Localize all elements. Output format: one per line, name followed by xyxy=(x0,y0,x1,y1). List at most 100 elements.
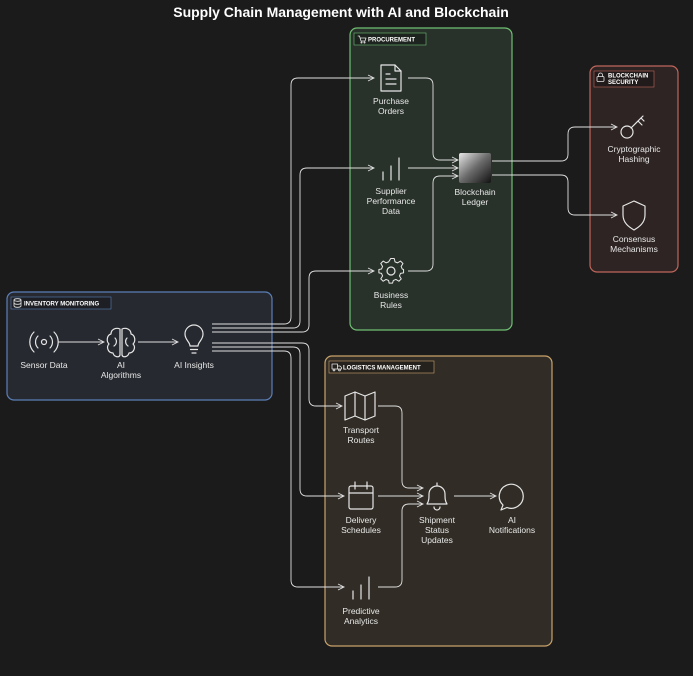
group-logistics-box xyxy=(324,355,553,647)
edge-ai-insights-to-purchase-orders xyxy=(212,74,376,325)
diagram-title: Supply Chain Management with AI and Bloc… xyxy=(173,4,509,20)
node-ai-insights-label: AI Insights xyxy=(174,360,214,370)
label-line: Mechanisms xyxy=(610,244,658,254)
label-line: Blockchain xyxy=(454,187,495,197)
group-blockchain-tag xyxy=(593,70,655,88)
database-icon xyxy=(13,298,22,308)
label-line: Sensor Data xyxy=(20,360,68,370)
label-line: Supplier xyxy=(375,186,406,196)
group-inventory-tag xyxy=(10,296,112,310)
label-line: Hashing xyxy=(618,154,649,164)
label-line: Performance xyxy=(367,196,416,206)
edge-ledger-to-cryptographic-hashing xyxy=(492,123,619,162)
label-line: Schedules xyxy=(341,525,381,535)
message-circle-icon xyxy=(498,483,524,511)
group-logistics-label: LOGISTICS MANAGEMENT xyxy=(343,366,421,372)
group-procurement-tag xyxy=(353,32,427,46)
label-line: Algorithms xyxy=(101,370,141,380)
key-icon xyxy=(620,115,645,139)
group-procurement: PROCUREMENT xyxy=(349,27,513,331)
shield-icon xyxy=(622,200,646,231)
label-line: Transport xyxy=(343,425,380,435)
group-logistics-management: LOGISTICS MANAGEMENT xyxy=(324,355,553,647)
label-line: AI xyxy=(508,515,516,525)
label-line: Delivery xyxy=(346,515,377,525)
edge-ai-insights-to-transport-routes xyxy=(212,342,344,410)
label-line: Purchase xyxy=(373,96,409,106)
label-line: BLOCKCHAIN xyxy=(608,74,648,80)
group-inventory-monitoring: INVENTORY MONITORING xyxy=(6,291,273,401)
label-line: Analytics xyxy=(344,616,378,626)
label-line: Business xyxy=(374,290,409,300)
node-sensor-data-label: Sensor Data xyxy=(20,360,68,370)
edge-business-rules-to-ledger xyxy=(408,172,460,272)
edge-ai-insights-to-delivery-schedules xyxy=(212,346,346,500)
map-icon xyxy=(344,391,376,421)
group-blockchain-box xyxy=(589,65,679,273)
broadcast-icon xyxy=(29,331,59,353)
edges xyxy=(58,74,619,591)
edge-ai-insights-to-supplier-performance xyxy=(212,164,376,329)
brain-icon xyxy=(106,327,136,358)
edge-purchase-orders-to-ledger xyxy=(408,77,460,164)
group-procurement-label: PROCUREMENT xyxy=(368,38,415,44)
document-icon xyxy=(380,64,402,92)
edge-predictive-analytics-to-shipment-status xyxy=(378,500,425,588)
bar-chart-icon xyxy=(382,157,400,181)
edge-ledger-to-consensus xyxy=(492,174,619,219)
node-ai-insights[interactable]: AI Insights xyxy=(174,324,214,370)
label-line: Notifications xyxy=(489,525,535,535)
label-line: Routes xyxy=(348,435,375,445)
gear-icon xyxy=(378,257,405,284)
label-line: Ledger xyxy=(462,197,489,207)
bell-icon xyxy=(426,482,448,511)
truck-icon xyxy=(331,363,342,372)
group-logistics-tag xyxy=(328,360,435,374)
node-sensor-data[interactable]: Sensor Data xyxy=(20,331,68,370)
label-line: Cryptographic xyxy=(608,144,662,154)
label-line: AI Insights xyxy=(174,360,214,370)
label-line: AI xyxy=(117,360,125,370)
label-line: Updates xyxy=(421,535,453,545)
label-line: Data xyxy=(382,206,400,216)
bar-chart-icon xyxy=(352,576,370,600)
group-inventory-box xyxy=(6,291,273,401)
label-line: Orders xyxy=(378,106,404,116)
label-line: Shipment xyxy=(419,515,456,525)
group-inventory-label: INVENTORY MONITORING xyxy=(24,302,99,308)
calendar-icon xyxy=(348,481,374,510)
label-line: Rules xyxy=(380,300,402,310)
lightbulb-icon xyxy=(184,324,204,354)
lock-icon xyxy=(596,72,605,82)
edge-ai-insights-to-predictive-analytics xyxy=(212,350,346,591)
label-line: SECURITY xyxy=(608,80,638,86)
edge-transport-routes-to-shipment-status xyxy=(378,405,425,492)
label-line: Predictive xyxy=(342,606,380,616)
